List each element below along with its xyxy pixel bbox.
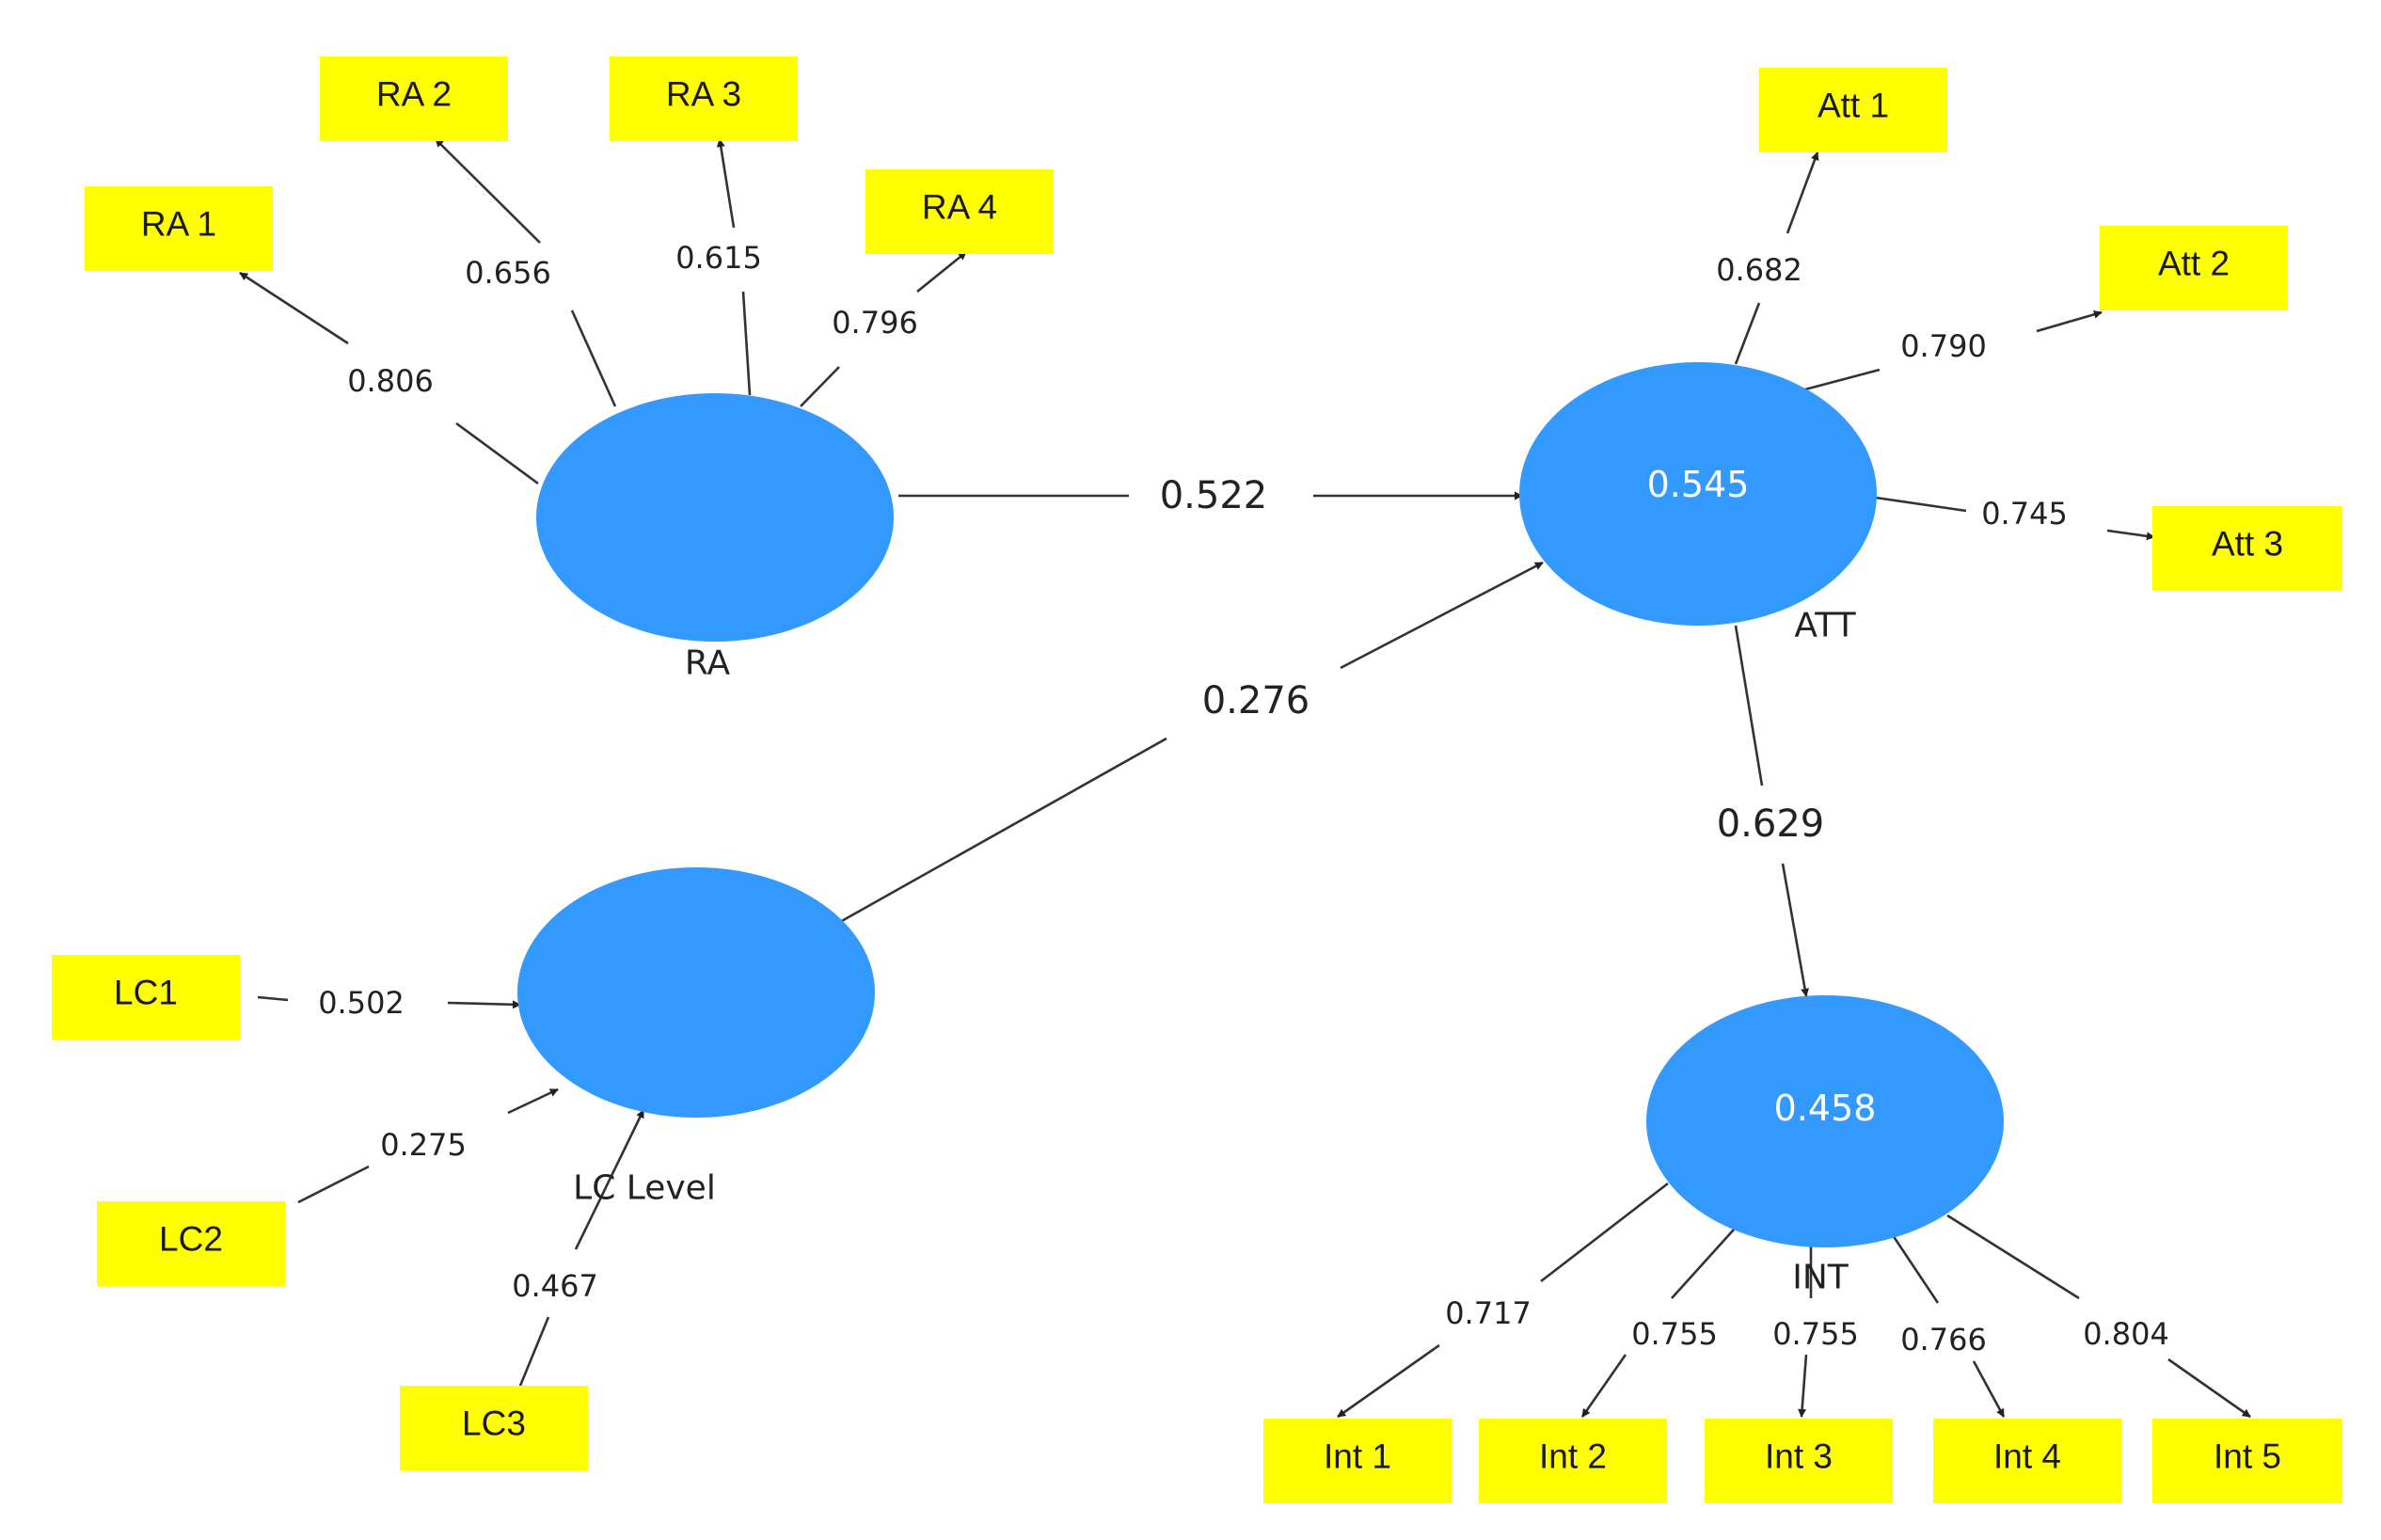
- edge-ra-ra4-b: [916, 250, 967, 294]
- indicator-int1-label: Int 1: [1324, 1437, 1391, 1476]
- indicator-int5-label: Int 5: [2214, 1437, 2281, 1476]
- edge-att-att3-b: [2106, 529, 2155, 541]
- indicator-att1-label: Att 1: [1817, 87, 1889, 125]
- loading-int4: 0.766: [1900, 1322, 1987, 1357]
- edge-int-int5-b: [2167, 1357, 2251, 1419]
- edge-ra-ra2-a: [570, 310, 617, 407]
- edge-int-int5-a: [1946, 1214, 2080, 1300]
- edge-int-int1-b: [1337, 1343, 1440, 1419]
- indicator-att2[interactable]: Att 2: [2100, 226, 2288, 310]
- construct-int-label: INT: [1792, 1259, 1849, 1297]
- loading-int1: 0.717: [1445, 1295, 1532, 1331]
- indicator-ra3-label: RA 3: [666, 75, 741, 114]
- indicator-lc3[interactable]: LC3: [400, 1386, 588, 1470]
- edge-att-att2-a: [1801, 368, 1881, 392]
- indicator-ra4-label: RA 4: [922, 188, 997, 227]
- indicator-att3[interactable]: Att 3: [2152, 506, 2342, 591]
- loading-lc2: 0.275: [380, 1127, 467, 1163]
- construct-int[interactable]: [1646, 995, 2004, 1247]
- edge-int-int2-b: [1580, 1354, 1627, 1418]
- loading-lc1: 0.502: [318, 985, 405, 1021]
- construct-ra-label: RA: [685, 644, 731, 683]
- edge-lc1-lc-b: [447, 1000, 521, 1009]
- loading-ra1: 0.806: [347, 363, 434, 399]
- edge-att-att1-a: [1734, 302, 1761, 365]
- edge-int-int1-a: [1540, 1182, 1669, 1283]
- edge-att-att3-a: [1875, 496, 1967, 513]
- indicator-int5[interactable]: Int 5: [2152, 1419, 2342, 1503]
- indicator-att1[interactable]: Att 1: [1759, 68, 1947, 152]
- construct-lc-level[interactable]: [517, 867, 875, 1118]
- indicator-att2-label: Att 2: [2158, 245, 2230, 283]
- edge-int-int3-b: [1798, 1354, 1808, 1418]
- indicator-int1[interactable]: Int 1: [1263, 1419, 1452, 1503]
- indicator-ra4[interactable]: RA 4: [865, 169, 1054, 254]
- edge-lc3-lc-b: [574, 1109, 645, 1250]
- loading-int5: 0.804: [2083, 1316, 2169, 1352]
- indicator-ra2-label: RA 2: [376, 75, 452, 114]
- edge-lc3-lc-a: [518, 1316, 550, 1387]
- edge-ra-ra3-b: [716, 138, 736, 229]
- edge-ra-ra1-b: [239, 271, 349, 345]
- indicator-lc1[interactable]: LC1: [52, 955, 240, 1040]
- construct-att-label: ATT: [1794, 607, 1856, 645]
- indicator-int3-label: Int 3: [1765, 1437, 1833, 1476]
- indicator-int4[interactable]: Int 4: [1933, 1419, 2121, 1503]
- edge-att-att2-b: [2036, 310, 2103, 333]
- path-att-int: 0.629: [1717, 802, 1825, 846]
- path-ra-att: 0.522: [1160, 474, 1268, 517]
- edge-ra-ra3-a: [741, 291, 752, 396]
- edge-ra-ra1-a: [455, 421, 539, 485]
- indicator-int4-label: Int 4: [1993, 1437, 2061, 1476]
- path-lc-att: 0.276: [1202, 679, 1310, 722]
- indicator-int3[interactable]: Int 3: [1705, 1419, 1893, 1503]
- construct-lc-level-label: LC Level: [573, 1169, 716, 1208]
- edge-att-int-b: [1781, 863, 1810, 997]
- indicator-lc2[interactable]: LC2: [97, 1201, 285, 1286]
- indicator-int2[interactable]: Int 2: [1479, 1419, 1667, 1503]
- indicator-lc1-label: LC1: [114, 974, 178, 1012]
- edge-att-att1-b: [1786, 151, 1819, 234]
- loading-int3: 0.755: [1772, 1316, 1859, 1352]
- edge-lc2-lc-a: [297, 1165, 370, 1204]
- loading-lc3: 0.467: [512, 1268, 598, 1304]
- loading-ra4: 0.796: [832, 305, 918, 341]
- edge-int-int4-b: [1972, 1360, 2006, 1418]
- indicator-ra2[interactable]: RA 2: [320, 56, 508, 141]
- indicator-ra1-label: RA 1: [141, 205, 216, 244]
- edge-lc-att-a: [839, 737, 1167, 924]
- edge-lc-att-b: [1340, 561, 1544, 670]
- edge-att-int-a: [1734, 625, 1764, 786]
- loading-ra2: 0.656: [465, 255, 551, 291]
- loading-att3: 0.745: [1981, 496, 2068, 532]
- edge-ra-ra4-a: [800, 366, 840, 407]
- indicator-att3-label: Att 3: [2212, 525, 2283, 564]
- edge-ra-ra2-b: [435, 138, 541, 244]
- indicator-ra1[interactable]: RA 1: [85, 186, 273, 271]
- edge-lc1-lc-a: [257, 995, 289, 1002]
- construct-att[interactable]: [1519, 362, 1877, 626]
- construct-int-r2: 0.458: [1774, 1088, 1877, 1129]
- indicator-lc2-label: LC2: [159, 1220, 223, 1259]
- indicator-int2-label: Int 2: [1539, 1437, 1607, 1476]
- edge-lc2-lc-b: [507, 1088, 559, 1115]
- construct-ra[interactable]: [536, 393, 894, 642]
- indicator-ra3[interactable]: RA 3: [610, 56, 798, 141]
- loading-att1: 0.682: [1716, 252, 1802, 288]
- edge-int-int4-a: [1887, 1229, 1940, 1304]
- loading-att2: 0.790: [1900, 328, 1987, 364]
- edge-int-int2-a: [1671, 1229, 1735, 1299]
- indicator-lc3-label: LC3: [462, 1405, 526, 1443]
- loading-int2: 0.755: [1631, 1316, 1718, 1352]
- loading-ra3: 0.615: [675, 240, 762, 276]
- construct-att-r2: 0.545: [1647, 464, 1750, 505]
